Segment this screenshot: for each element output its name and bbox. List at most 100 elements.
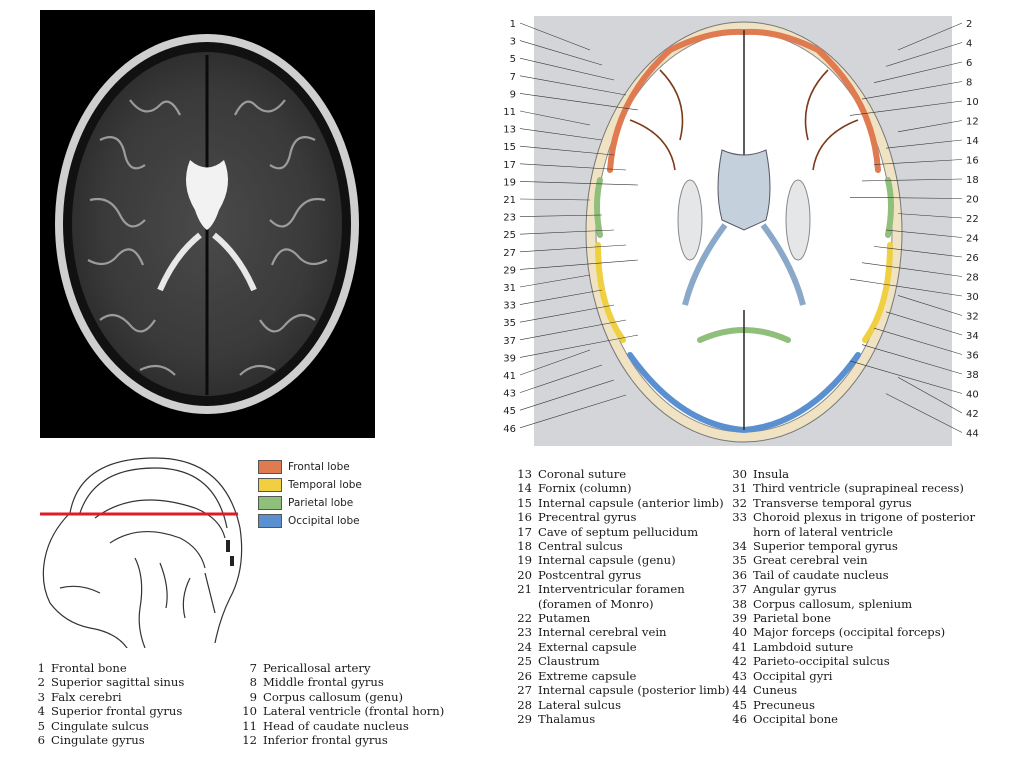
legend-label: Frontal lobe — [288, 460, 350, 473]
lobe-legend: Frontal lobe Temporal lobe Parietal lobe… — [258, 458, 418, 530]
key-text: Middle frontal gyrus — [263, 675, 384, 690]
callout-leader-line — [519, 128, 603, 141]
callout-leader-line — [519, 349, 591, 376]
key-number: 27 — [517, 683, 532, 698]
callout-leader-line — [519, 93, 639, 111]
key-text: Lateral sulcus — [538, 697, 622, 712]
callout-leader-line — [519, 57, 615, 81]
legend-item-temporal: Temporal lobe — [258, 476, 418, 493]
callout-number: 23 — [503, 213, 516, 224]
key-text: Lambdoid suture — [753, 639, 854, 654]
callout-number: 38 — [966, 370, 979, 381]
callout-number: 14 — [966, 136, 979, 147]
callout-leader-line — [519, 40, 603, 66]
key-number: 10 — [242, 704, 257, 719]
legend-label: Occipital lobe — [288, 514, 360, 527]
callout-leader-line — [519, 304, 615, 323]
callout-leader-line — [519, 75, 627, 96]
key-number: 17 — [517, 524, 532, 539]
key-text: Superior sagittal sinus — [51, 675, 185, 690]
key-number: 11 — [242, 718, 257, 733]
callout-leader-line — [849, 360, 963, 394]
callout-number: 1 — [510, 19, 516, 30]
key-text: Putamen — [538, 611, 591, 626]
callout-number: 41 — [503, 371, 516, 382]
legend-label: Temporal lobe — [288, 478, 362, 491]
key-number: 2 — [37, 675, 45, 690]
legend-item-parietal: Parietal lobe — [258, 494, 418, 511]
key-number: 29 — [517, 711, 532, 726]
callout-number: 10 — [966, 97, 979, 108]
callout-number: 31 — [503, 283, 516, 294]
callout-number: 40 — [966, 390, 979, 401]
callout-leader-line — [897, 120, 963, 133]
callout-number: 2 — [966, 19, 972, 30]
callout-leader-line — [519, 394, 627, 429]
callout-number: 43 — [503, 389, 516, 400]
callout-leader-line — [519, 198, 591, 201]
key-text: Corpus callosum, splenium — [753, 596, 913, 611]
callout-number: 12 — [966, 117, 979, 128]
callout-leader-line — [873, 327, 963, 355]
callout-number: 22 — [966, 214, 979, 225]
key-number: 1 — [37, 661, 45, 675]
key-text: Extreme capsule — [538, 668, 637, 683]
callout-leader-line — [873, 246, 963, 258]
key-text: Falx cerebri — [51, 689, 122, 704]
key-text: Angular gyrus — [753, 582, 837, 597]
callout-number: 39 — [503, 353, 516, 364]
callout-leader-line — [861, 81, 963, 100]
callout-leader-line — [849, 196, 963, 199]
key-text: Insula — [753, 467, 790, 481]
callout-number: 6 — [966, 58, 972, 69]
key-number: 6 — [37, 733, 45, 748]
callout-leader-line — [849, 100, 963, 116]
callout-number: 42 — [966, 409, 979, 420]
callout-number: 27 — [503, 248, 516, 259]
key-text: Pericallosal artery — [263, 661, 371, 675]
key-number: 36 — [732, 567, 747, 582]
callouts-left: 1357911131517192123252729313335373941434… — [503, 19, 516, 435]
key-text: Head of caudate nucleus — [263, 718, 409, 733]
key-number: 38 — [732, 596, 747, 611]
mri-axial-image — [40, 10, 375, 438]
key-text: Transverse temporal gyrus — [753, 495, 912, 510]
callout-number: 3 — [510, 37, 516, 48]
callout-leader-line — [861, 262, 963, 277]
key-number: 12 — [242, 733, 257, 748]
callout-number: 46 — [503, 424, 516, 435]
key-number: 21 — [517, 582, 532, 597]
key-number: 16 — [517, 510, 532, 525]
key-number: 39 — [732, 611, 747, 626]
key-number: 19 — [517, 553, 532, 568]
callout-number: 11 — [503, 107, 516, 118]
callout-leader-line — [885, 42, 963, 67]
key-item: 38 Corpus callosum, splenium — [730, 597, 985, 611]
callout-number: 44 — [966, 429, 979, 440]
callout-number: 24 — [966, 234, 979, 245]
